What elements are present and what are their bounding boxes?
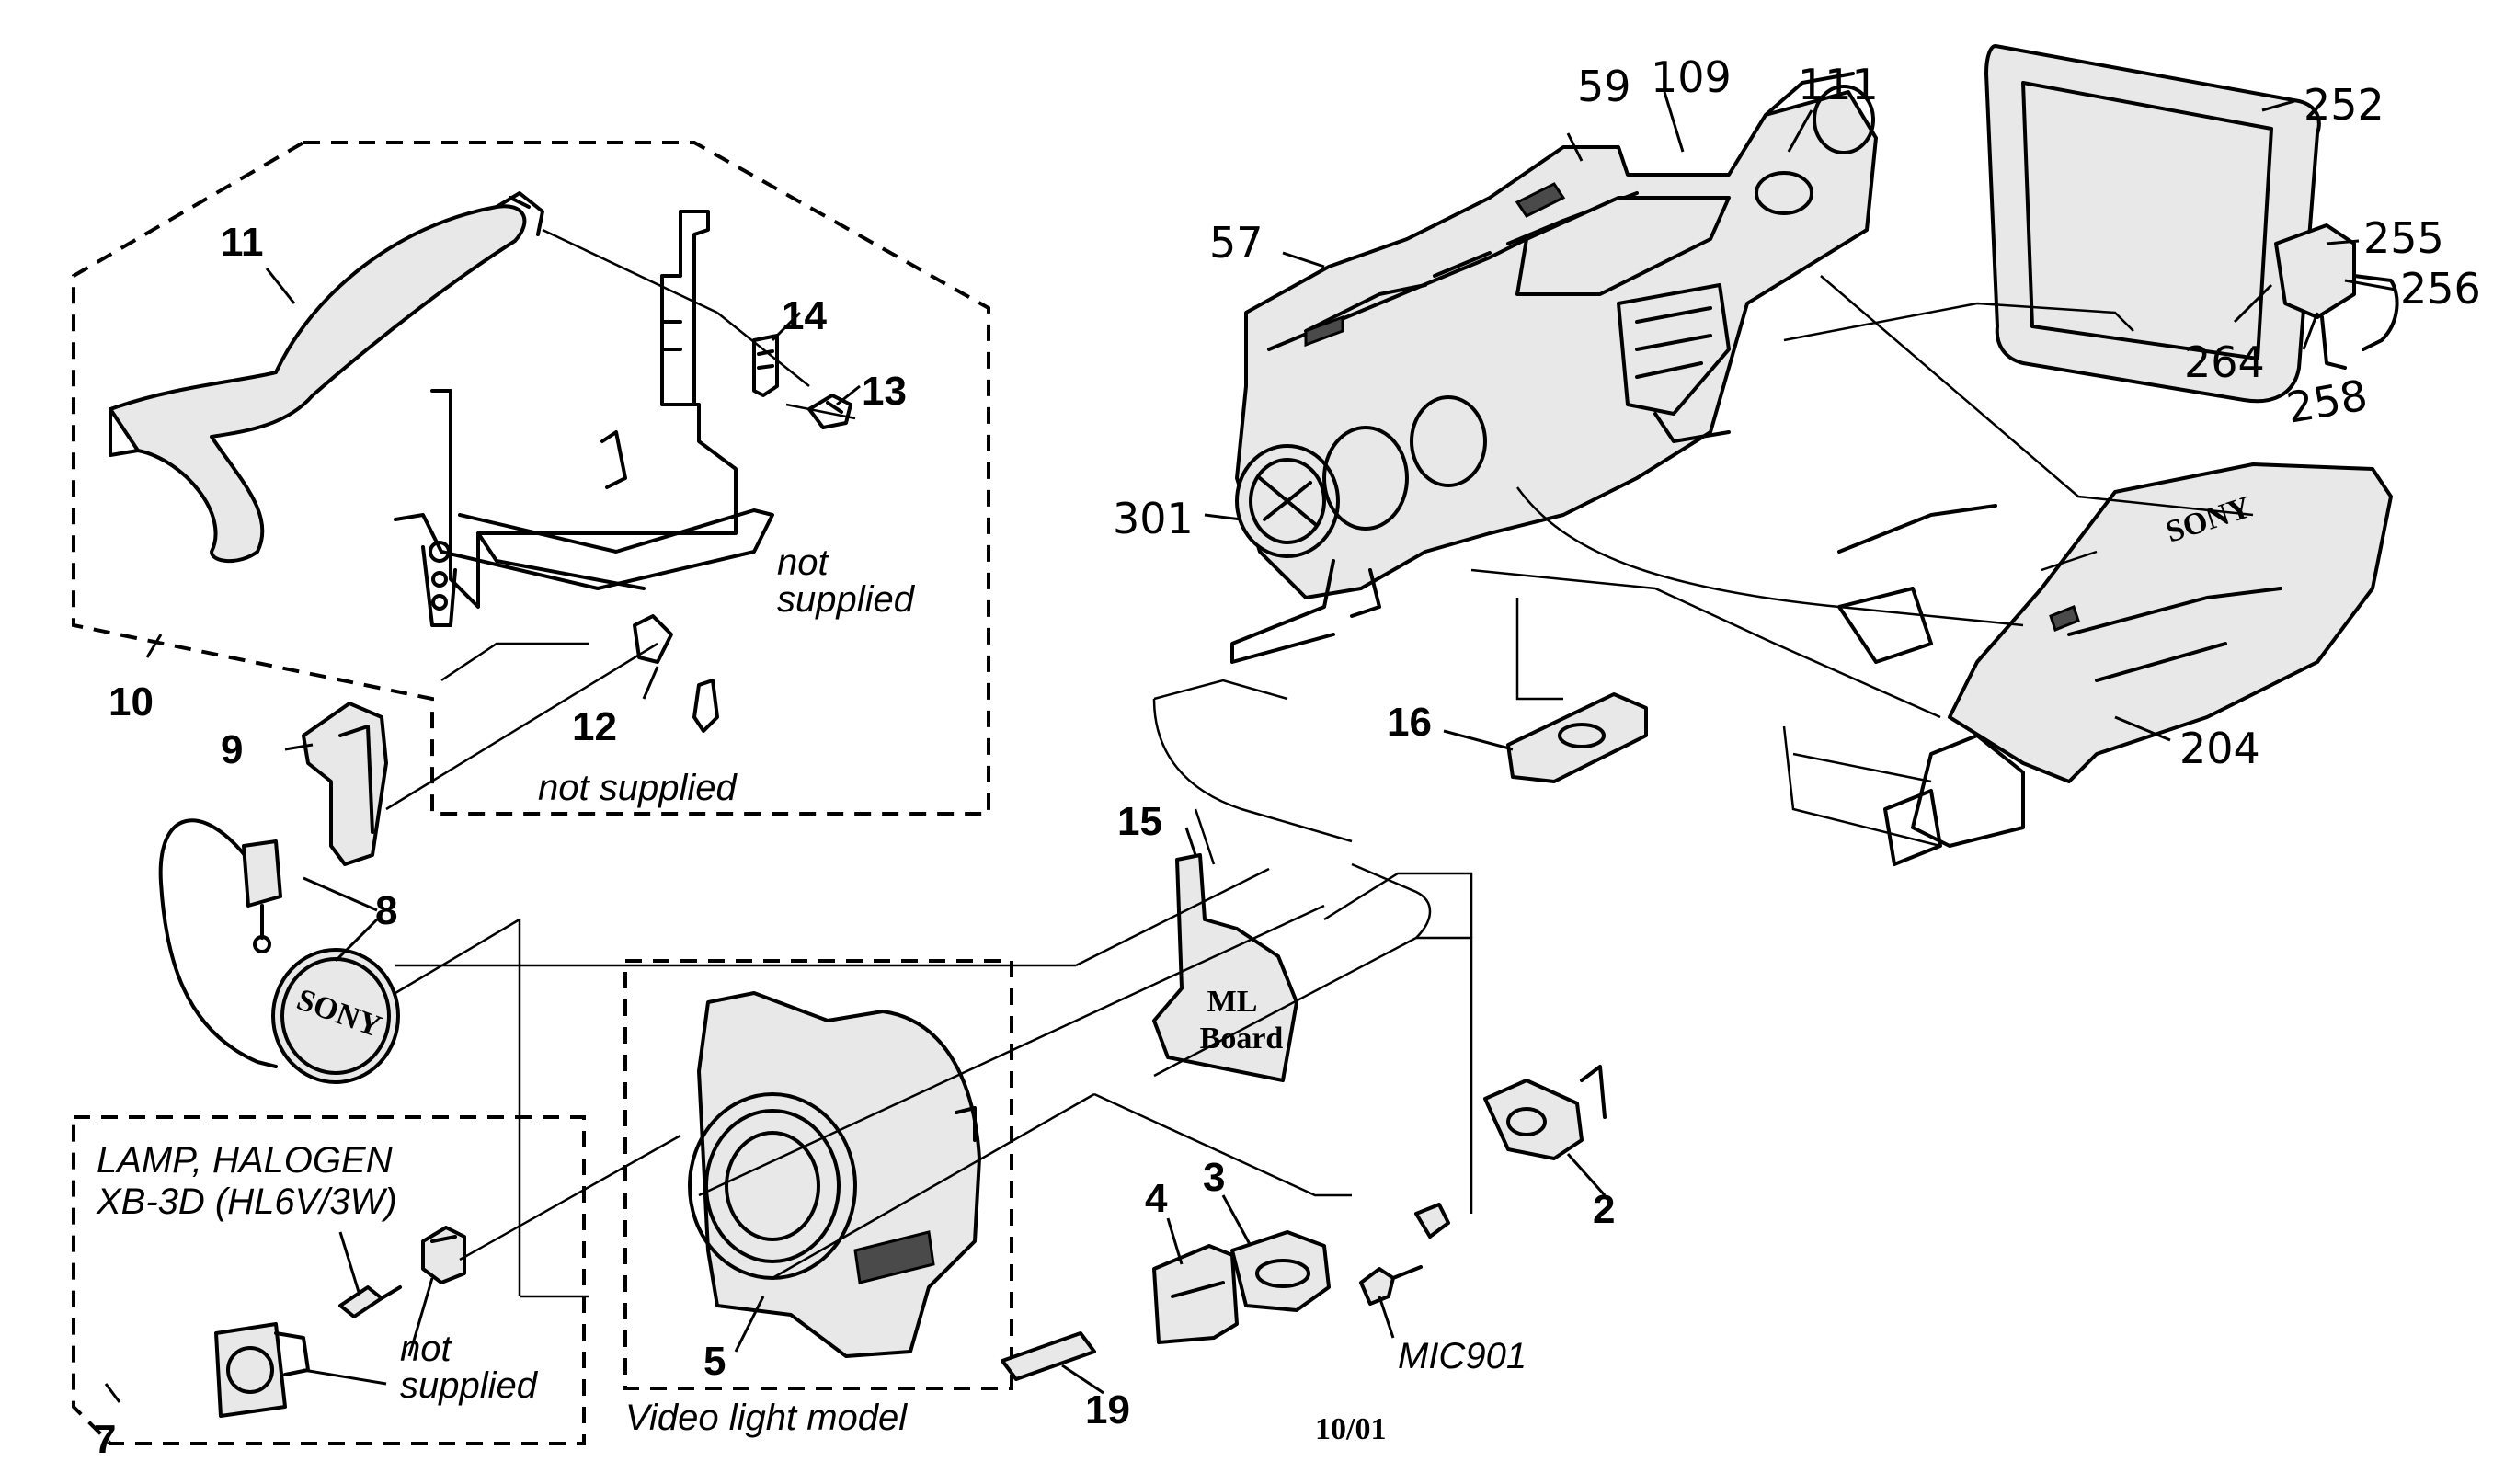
label-part-3: 3 xyxy=(1203,1155,1225,1200)
lamp-socket-part xyxy=(421,1226,466,1284)
label-mic901: MIC901 xyxy=(1398,1336,1527,1376)
ml-board-label-1: ML xyxy=(1207,985,1258,1019)
ml-board-part: ML Board xyxy=(1152,853,1298,1082)
label-part-13: 13 xyxy=(862,369,907,414)
video-light-model-boundary xyxy=(623,959,1013,1390)
label-part-14: 14 xyxy=(782,293,827,338)
note-not-supplied-1a: not xyxy=(777,542,829,583)
label-part-11: 11 xyxy=(221,220,264,265)
bracket-part-12 xyxy=(633,614,719,733)
label-part-9: 9 xyxy=(221,727,243,772)
label-part-19: 19 xyxy=(1085,1387,1130,1433)
bracket-part-13 xyxy=(807,394,852,429)
label-part-8: 8 xyxy=(375,888,397,933)
lamp-frame-part xyxy=(214,1322,310,1418)
note-not-supplied-1b: supplied xyxy=(777,579,916,620)
cabinet-part: SONY xyxy=(1837,462,2393,866)
grip-strap-part xyxy=(109,191,544,564)
label-part-111: 111 xyxy=(1798,60,1879,109)
holder-part-9 xyxy=(302,702,388,866)
label-part-252: 252 xyxy=(2304,80,2384,130)
label-part-12: 12 xyxy=(572,704,617,749)
label-part-255: 255 xyxy=(2363,213,2444,263)
lens-cap-string-part xyxy=(158,818,282,1068)
lens-cap-part: SONY xyxy=(271,948,400,1084)
bracket-part-16 xyxy=(1506,692,1648,783)
label-part-16: 16 xyxy=(1387,700,1432,745)
label-part-109: 109 xyxy=(1651,52,1732,102)
date-code: 10/01 xyxy=(1315,1412,1386,1446)
microphone-part xyxy=(1359,1203,1450,1306)
label-part-57: 57 xyxy=(1209,218,1264,268)
camera-chassis-part xyxy=(1230,72,1878,664)
note-lamp-line1: LAMP, HALOGEN xyxy=(97,1140,393,1181)
label-part-256: 256 xyxy=(2400,264,2481,314)
lcd-panel-part xyxy=(1984,44,2399,404)
label-part-7: 7 xyxy=(94,1417,116,1462)
group-7-boundary xyxy=(72,1115,586,1445)
note-not-supplied-3a: not xyxy=(400,1329,452,1369)
group-10-boundary xyxy=(72,141,990,816)
bracket-part-2 xyxy=(1483,1065,1607,1160)
label-part-204: 204 xyxy=(2179,724,2260,773)
label-part-5: 5 xyxy=(703,1339,726,1384)
halogen-lamp-part xyxy=(338,1285,402,1318)
label-part-2: 2 xyxy=(1593,1187,1615,1232)
label-part-10: 10 xyxy=(109,679,154,725)
label-part-59: 59 xyxy=(1577,62,1631,111)
video-light-housing-part xyxy=(688,991,981,1358)
bracket-part-3 xyxy=(1230,1230,1331,1312)
label-leaders xyxy=(104,91,2396,1403)
label-part-301: 301 xyxy=(1113,494,1194,543)
frame-bracket-part xyxy=(394,210,774,627)
strip-part-19 xyxy=(1001,1331,1096,1381)
ml-board-label-2: Board xyxy=(1200,1022,1284,1056)
note-lamp-line2: XB-3D (HL6V/3W) xyxy=(96,1181,397,1222)
label-part-264: 264 xyxy=(2184,337,2265,387)
cover-part-4 xyxy=(1152,1244,1239,1344)
label-part-4: 4 xyxy=(1145,1176,1168,1221)
note-video-light-model: Video light model xyxy=(625,1398,908,1438)
assembly-guide-lines xyxy=(385,228,2254,1298)
label-part-15: 15 xyxy=(1117,799,1162,844)
note-not-supplied-2: not supplied xyxy=(538,768,738,808)
note-not-supplied-3b: supplied xyxy=(400,1365,539,1406)
